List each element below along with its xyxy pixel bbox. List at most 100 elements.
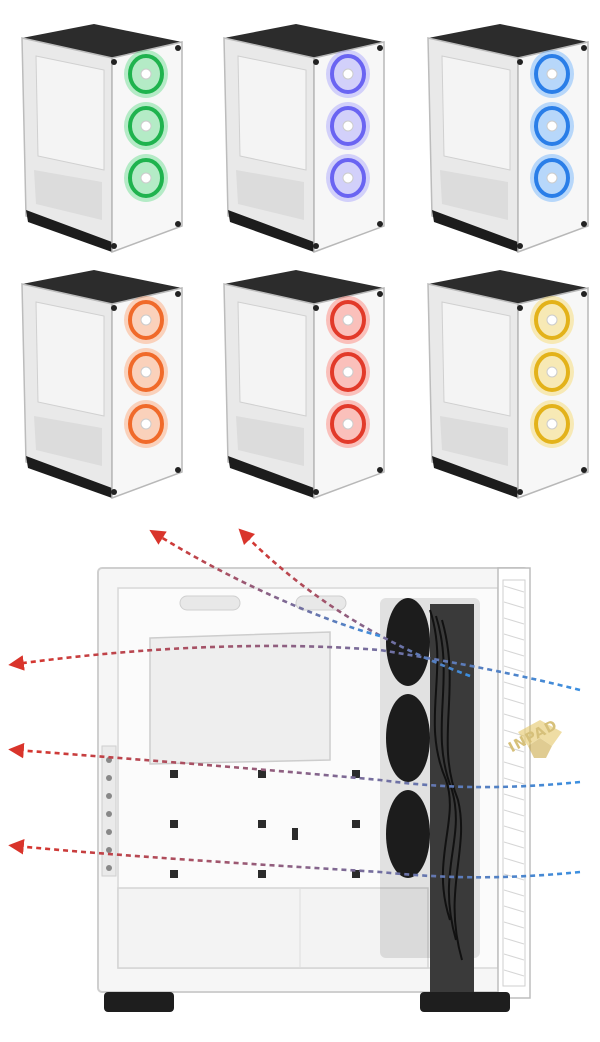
fan-ring	[330, 54, 366, 94]
fan-ring	[128, 404, 164, 444]
screw-icon	[313, 305, 319, 311]
fan-hub	[342, 314, 354, 326]
fan-ring	[128, 54, 164, 94]
screw-icon	[313, 243, 319, 249]
interior-svg	[8, 528, 581, 1012]
fan-top	[386, 598, 430, 686]
screw-icon	[175, 221, 181, 227]
fan-ring	[128, 352, 164, 392]
case-top-panel	[22, 24, 182, 58]
screw-icon	[581, 291, 587, 297]
case-front-panel	[517, 41, 589, 254]
case-front-panel	[517, 287, 589, 500]
screw-icon	[175, 467, 181, 473]
case-orange	[21, 270, 183, 500]
rear-io-slots	[101, 745, 117, 877]
case-base	[26, 210, 112, 252]
fan-hub	[546, 418, 558, 430]
screw-icon	[581, 221, 587, 227]
fan-hub	[140, 314, 152, 326]
case-front-panel	[313, 41, 385, 254]
fan-ring	[534, 404, 570, 444]
fan-ring	[128, 106, 164, 146]
psu-shroud	[117, 887, 429, 969]
fan-hub	[546, 172, 558, 184]
front-fans	[380, 598, 480, 994]
screw-icon	[517, 305, 523, 311]
case-interior	[237, 55, 307, 171]
fan-hub	[342, 366, 354, 378]
fan-ring	[330, 404, 366, 444]
fan-hub	[140, 120, 152, 132]
case-front-panel	[313, 287, 385, 500]
case-interior	[237, 301, 307, 417]
fan-ring	[534, 158, 570, 198]
fan-ring	[534, 106, 570, 146]
screw-icon	[175, 291, 181, 297]
screw-icon	[377, 45, 383, 51]
airflow-arrow	[8, 644, 581, 692]
foot-right	[420, 992, 510, 1012]
fan-bottom	[386, 790, 430, 878]
case-base	[432, 210, 518, 252]
case-top-panel	[428, 24, 588, 58]
case-blue	[223, 24, 385, 254]
fan-ring	[330, 106, 366, 146]
fan-ring	[534, 54, 570, 94]
screw-icon	[581, 467, 587, 473]
fan-ring	[128, 300, 164, 340]
case-interior	[441, 301, 511, 417]
case-front-panel	[111, 287, 183, 500]
fan-ring	[534, 300, 570, 340]
case-yellow	[427, 270, 589, 500]
screw-icon	[175, 45, 181, 51]
screw-icon	[313, 59, 319, 65]
fan-hub	[342, 120, 354, 132]
case-psu-area	[34, 416, 102, 466]
screw-icon	[111, 305, 117, 311]
case-base	[432, 456, 518, 498]
screw-icon	[111, 489, 117, 495]
case-base	[228, 456, 314, 498]
case-psu-area	[236, 170, 304, 220]
case-thumbnail	[216, 266, 386, 500]
case-psu-area	[440, 170, 508, 220]
fan-middle	[386, 694, 430, 782]
fan-hub	[140, 68, 152, 80]
screw-icon	[377, 467, 383, 473]
case-thumbnail	[420, 266, 590, 500]
case-interior	[441, 55, 511, 171]
foot-left	[104, 992, 174, 1012]
airflow-arrows	[8, 528, 581, 879]
case-thumbnail	[14, 20, 184, 254]
screw-icon	[111, 59, 117, 65]
airflow-arrow	[238, 528, 471, 678]
front-bezel	[497, 567, 531, 999]
screw-icon	[517, 489, 523, 495]
screw-icon	[517, 243, 523, 249]
fan-ring	[330, 352, 366, 392]
airflow-arrow	[8, 742, 581, 789]
case-psu-area	[236, 416, 304, 466]
fan-hub	[140, 172, 152, 184]
case-interior-view	[0, 520, 600, 1042]
screw-icon	[377, 291, 383, 297]
case-thumbnail	[216, 20, 386, 254]
case-psu-area	[440, 416, 508, 466]
screw-icon	[581, 45, 587, 51]
fan-hub	[546, 366, 558, 378]
case-base	[228, 210, 314, 252]
fan-hub	[342, 68, 354, 80]
fan-hub	[342, 172, 354, 184]
cpu-cutout	[149, 631, 331, 765]
standoff-holes	[170, 770, 360, 878]
case-top-panel	[224, 24, 384, 58]
case-interior	[35, 55, 105, 171]
fan-hub	[342, 418, 354, 430]
case-psu-area	[34, 170, 102, 220]
fan-hub	[140, 366, 152, 378]
case-thumbnail	[14, 266, 184, 500]
screw-icon	[313, 489, 319, 495]
fan-hub	[546, 120, 558, 132]
case-base	[26, 456, 112, 498]
